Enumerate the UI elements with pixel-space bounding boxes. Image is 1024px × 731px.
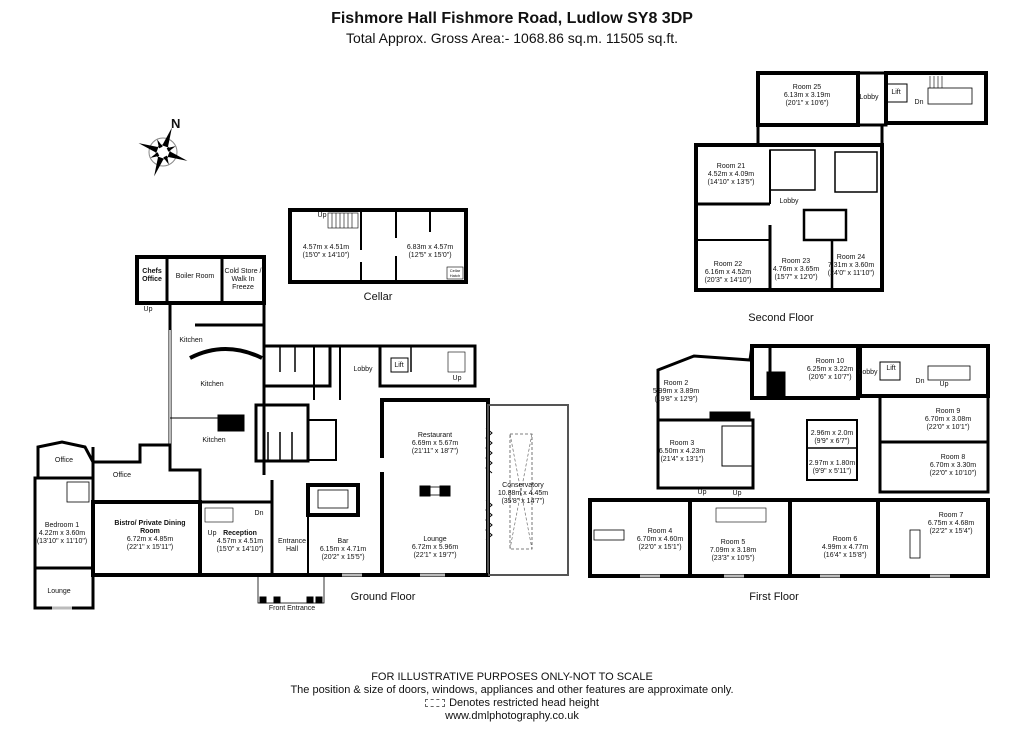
room-5-label: Room 5 7.09m x 3.18m (23'3" x 10'5") — [709, 539, 757, 562]
kitchen-label-1: Kitchen — [179, 337, 203, 344]
north-label: N — [171, 116, 181, 131]
second-stairs-dn: Dn — [914, 99, 924, 106]
room-6-label: Room 6 4.99m x 4.77m (16'4" x 15'8") — [821, 536, 869, 559]
reception-label: Reception 4.57m x 4.51m (15'0" x 14'10") — [216, 530, 264, 553]
first-stairs-dn: Dn — [915, 378, 925, 385]
disclaimer: FOR ILLUSTRATIVE PURPOSES ONLY-NOT TO SC… — [371, 671, 653, 683]
first-floor-plan — [588, 344, 990, 578]
restricted-head-height-icon — [425, 699, 446, 708]
closet-1-label: 2.96m x 2.0m (9'9" x 6'7") — [810, 430, 854, 445]
room-9-label: Room 9 6.70m x 3.08m (22'0" x 10'1") — [924, 408, 972, 431]
room-23-label: Room 23 4.76m x 3.65m (15'7" x 12'0") — [772, 258, 820, 281]
chefs-office-label: Chefs Office — [142, 268, 162, 283]
compass-rose-icon — [138, 127, 188, 177]
closet-2-label: 2.97m x 1.80m (9'9" x 5'11") — [808, 460, 856, 475]
chefs-office-stairs-up: Up — [143, 306, 153, 313]
first-stairs-up-2: Up — [697, 489, 707, 496]
bedroom-1-label: Bedroom 1 4.22m x 3.60m (13'10" x 11'10"… — [36, 522, 88, 545]
lobby-first-label: Lobby — [858, 369, 878, 376]
kitchen-label-2: Kitchen — [200, 381, 224, 388]
room-4-label: Room 4 6.70m x 4.60m (22'0" x 15'1") — [636, 528, 684, 551]
entrance-hall-label: Entrance Hall — [277, 538, 307, 553]
lounge-label: Lounge 6.72m x 5.96m (22'1" x 19'7") — [411, 536, 459, 559]
cellar-hatch-label: Cellar Hatch — [449, 268, 461, 278]
ground-stairs-up: Up — [452, 375, 462, 382]
cellar-room-1: 4.57m x 4.51m (15'0" x 14'10") — [302, 244, 350, 259]
lift-first-label: Lift — [886, 365, 896, 372]
room-22-label: Room 22 6.16m x 4.52m (20'3" x 14'10") — [704, 261, 752, 284]
second-floor-plan — [694, 71, 988, 292]
boiler-room-label: Boiler Room — [175, 273, 215, 280]
reception-stairs-up: Up — [207, 530, 217, 537]
first-stairs-up-3: Up — [732, 490, 742, 497]
reception-stairs-dn: Dn — [254, 510, 264, 517]
restaurant-label: Restaurant 6.69m x 5.67m (21'11" x 18'7"… — [411, 432, 459, 455]
plan-title: Fishmore Hall Fishmore Road, Ludlow SY8 … — [331, 10, 693, 27]
disclaimer-note: The position & size of doors, windows, a… — [290, 684, 734, 696]
lobby-second-label: Lobby — [779, 198, 799, 205]
room-2-label: Room 2 5.99m x 3.89m (19'8" x 12'9") — [652, 380, 700, 403]
office-label-1: Office — [54, 457, 74, 464]
bar-label: Bar 6.15m x 4.71m (20'2" x 15'5") — [319, 538, 367, 561]
lift-second-label: Lift — [891, 89, 901, 96]
bistro-label: Bistro/ Private Dining Room 6.72m x 4.85… — [114, 520, 186, 551]
first-floor-label: First Floor — [749, 591, 799, 603]
ground-floor-plan — [33, 255, 569, 610]
cold-store-label: Cold Store / Walk In Freeze — [224, 268, 262, 291]
ground-floor-label: Ground Floor — [350, 591, 416, 603]
front-entrance-label: Front Entrance — [268, 605, 316, 612]
room-7-label: Room 7 6.75m x 4.68m (22'2" x 15'4") — [927, 512, 975, 535]
lift-ground-label: Lift — [394, 362, 404, 369]
room-10-label: Room 10 6.25m x 3.22m (20'6" x 10'7") — [806, 358, 854, 381]
second-floor-label: Second Floor — [748, 312, 814, 324]
lounge-small-label: Lounge — [47, 588, 71, 595]
first-stairs-up: Up — [939, 381, 949, 388]
cellar-plan — [288, 208, 468, 284]
lobby-second-top-label: Lobby — [859, 94, 879, 101]
conservatory-label: Conservatory 10.88m x 4.45m (35'8" x 14'… — [497, 482, 549, 505]
room-25-label: Room 25 6.13m x 3.19m (20'1" x 10'6") — [783, 84, 831, 107]
lobby-ground-label: Lobby — [353, 366, 373, 373]
office-label-2: Office — [112, 472, 132, 479]
website-link[interactable]: www.dmlphotography.co.uk — [445, 710, 579, 722]
cellar-floor-label: Cellar — [363, 291, 393, 303]
legend-restricted-height: Denotes restricted head height — [0, 697, 1024, 710]
kitchen-label-3: Kitchen — [202, 437, 226, 444]
cellar-stairs-label: Up — [317, 212, 327, 219]
gross-area: Total Approx. Gross Area:- 1068.86 sq.m.… — [345, 30, 679, 46]
room-3-label: Room 3 6.50m x 4.23m (21'4" x 13'1") — [658, 440, 706, 463]
room-21-label: Room 21 4.52m x 4.09m (14'10" x 13'5") — [707, 163, 755, 186]
cellar-room-2: 6.83m x 4.57m (12'5" x 15'0") — [406, 244, 454, 259]
room-8-label: Room 8 6.70m x 3.30m (22'0" x 10'10") — [929, 454, 977, 477]
room-24-label: Room 24 7.31m x 3.60m (24'0" x 11'10") — [827, 254, 875, 277]
